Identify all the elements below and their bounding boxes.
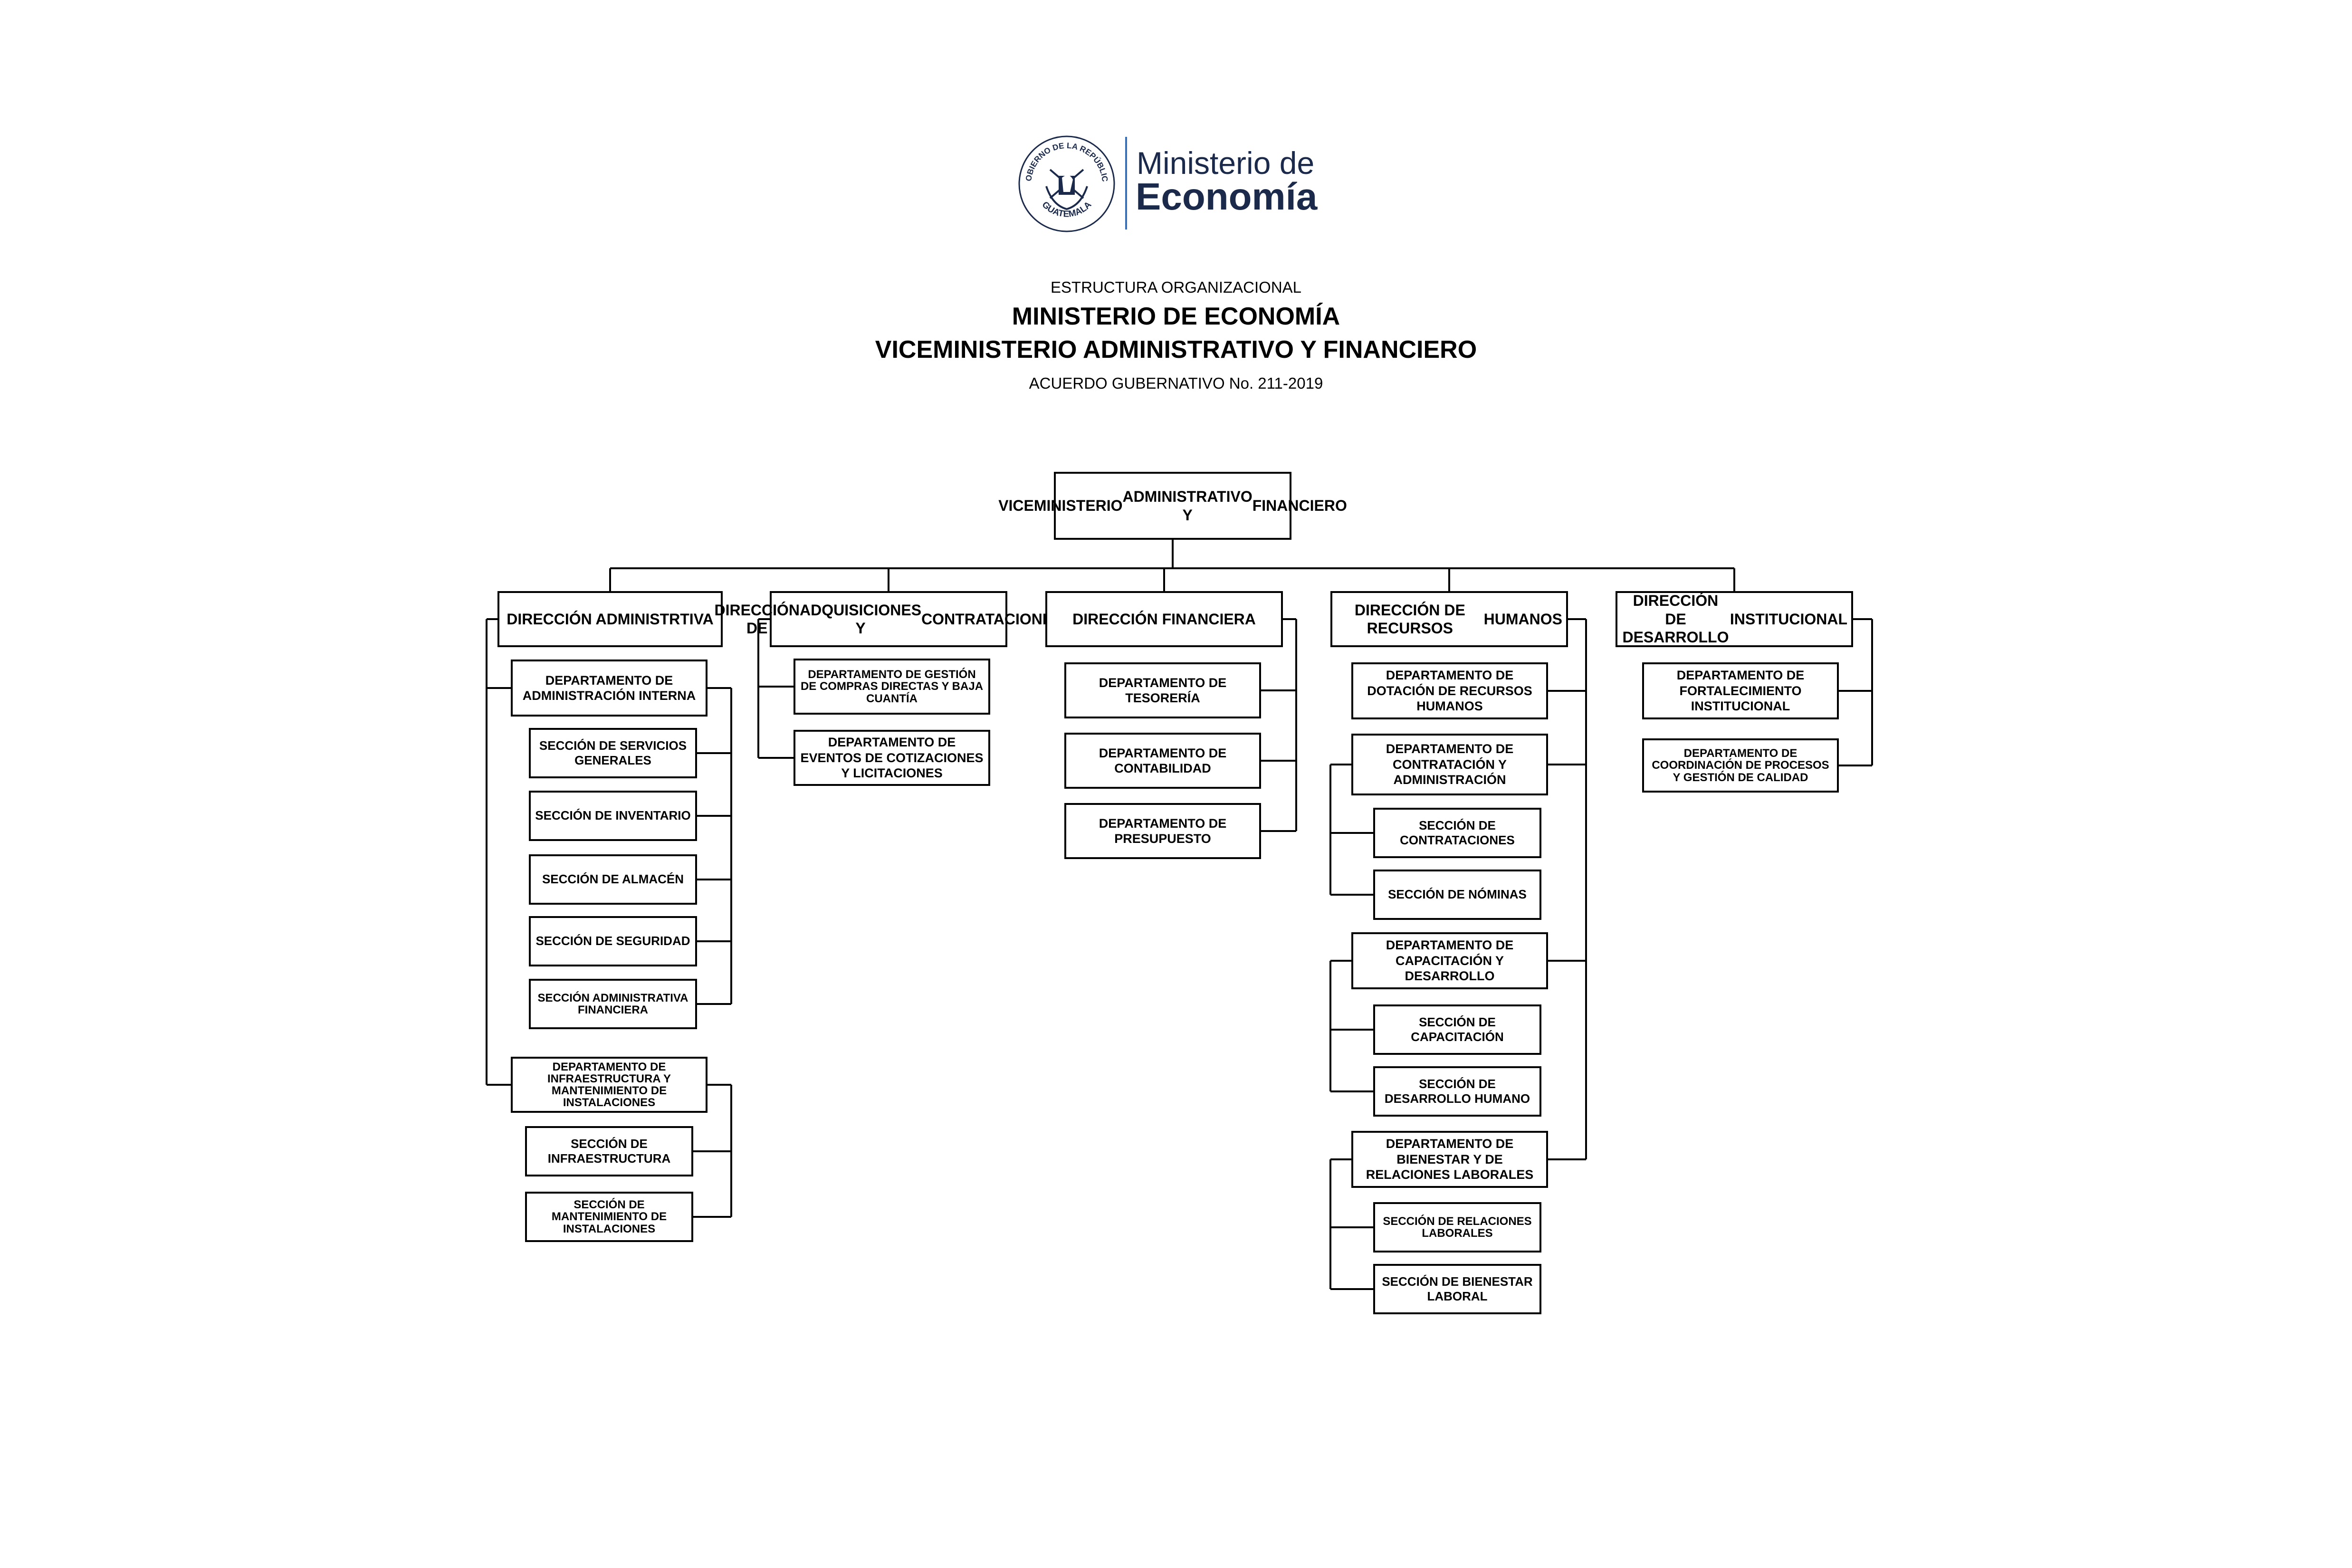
section-seccion-de-infraestructura: SECCIÓN DE INFRAESTRUCTURA — [525, 1126, 693, 1176]
department-departamento-de-administracion-interna: DEPARTAMENTO DE ADMINISTRACIÓN INTERNA — [511, 660, 708, 717]
department-departamento-de-contabilidad: DEPARTAMENTO DE CONTABILIDAD — [1064, 733, 1261, 789]
department-departamento-de-gestion-de-compras-directas-y-baja-cuantia: DEPARTAMENTO DE GESTIÓN DE COMPRAS DIREC… — [794, 659, 990, 715]
department-departamento-de-contratacion-y-administracion: DEPARTAMENTO DE CONTRATACIÓN Y ADMINISTR… — [1351, 734, 1548, 795]
logo-divider — [1125, 137, 1127, 229]
department-departamento-de-infraestructura-y-mantenimiento-de-instalaciones: DEPARTAMENTO DE INFRAESTRUCTURA Y MANTEN… — [511, 1057, 708, 1113]
header-label: ESTRUCTURA ORGANIZACIONAL — [1050, 278, 1302, 296]
ministry-logo: GOBIERNO DE LA REPÚBLICA GUATEMALA Minis… — [1017, 128, 1330, 238]
department-departamento-de-coordinacion-de-procesos-y-gestion-de-calidad: DEPARTAMENTO DE COORDINACIÓN DE PROCESOS… — [1642, 738, 1839, 793]
direction-direccion-administrtiva: DIRECCIÓN ADMINISTRTIVA — [497, 591, 723, 647]
header-subtitle: VICEMINISTERIO ADMINISTRATIVO Y FINANCIE… — [875, 336, 1477, 363]
direction-direccion-financiera: DIRECCIÓN FINANCIERA — [1045, 591, 1283, 647]
logo-line1: Ministerio de — [1137, 145, 1315, 181]
coat-of-arms-icon: GOBIERNO DE LA REPÚBLICA GUATEMALA — [1017, 134, 1115, 232]
department-departamento-de-fortalecimiento-institucional: DEPARTAMENTO DE FORTALECIMIENTO INSTITUC… — [1642, 662, 1839, 719]
logo-line2: Economía — [1136, 175, 1318, 218]
section-seccion-de-bienestar-laboral: SECCIÓN DE BIENESTAR LABORAL — [1373, 1264, 1541, 1314]
department-departamento-de-presupuesto: DEPARTAMENTO DE PRESUPUESTO — [1064, 803, 1261, 859]
section-seccion-de-relaciones-laborales: SECCIÓN DE RELACIONES LABORALES — [1373, 1202, 1541, 1252]
header-agreement: ACUERDO GUBERNATIVO No. 211-2019 — [1029, 374, 1323, 392]
section-seccion-de-contrataciones: SECCIÓN DE CONTRATACIONES — [1373, 808, 1541, 858]
section-seccion-de-capacitacion: SECCIÓN DE CAPACITACIÓN — [1373, 1004, 1541, 1055]
section-seccion-de-almacen: SECCIÓN DE ALMACÉN — [529, 854, 697, 905]
section-seccion-de-nominas: SECCIÓN DE NÓMINAS — [1373, 870, 1541, 920]
department-departamento-de-eventos-de-cotizaciones-y-licitaciones: DEPARTAMENTO DE EVENTOS DE COTIZACIONES … — [794, 730, 990, 786]
header-title: MINISTERIO DE ECONOMÍA — [1012, 303, 1340, 330]
section-seccion-administrativa-financiera: SECCIÓN ADMINISTRATIVA FINANCIERA — [529, 979, 697, 1029]
section-seccion-de-mantenimiento-de-instalaciones: SECCIÓN DE MANTENIMIENTO DE INSTALACIONE… — [525, 1192, 693, 1242]
section-seccion-de-servicios-generales: SECCIÓN DE SERVICIOS GENERALES — [529, 728, 697, 778]
department-departamento-de-tesoreria: DEPARTAMENTO DE TESORERÍA — [1064, 662, 1261, 718]
department-departamento-de-dotacion-de-recursos-humanos: DEPARTAMENTO DE DOTACIÓN DE RECURSOS HUM… — [1351, 662, 1548, 719]
section-seccion-de-seguridad: SECCIÓN DE SEGURIDAD — [529, 916, 697, 966]
department-departamento-de-capacitacion-y-desarrollo: DEPARTAMENTO DE CAPACITACIÓN Y DESARROLL… — [1351, 932, 1548, 989]
department-departamento-de-bienestar-y-de-relaciones-laborales: DEPARTAMENTO DE BIENESTAR Y DE RELACIONE… — [1351, 1131, 1548, 1188]
section-seccion-de-desarrollo-humano: SECCIÓN DE DESARROLLO HUMANO — [1373, 1066, 1541, 1117]
section-seccion-de-inventario: SECCIÓN DE INVENTARIO — [529, 791, 697, 841]
